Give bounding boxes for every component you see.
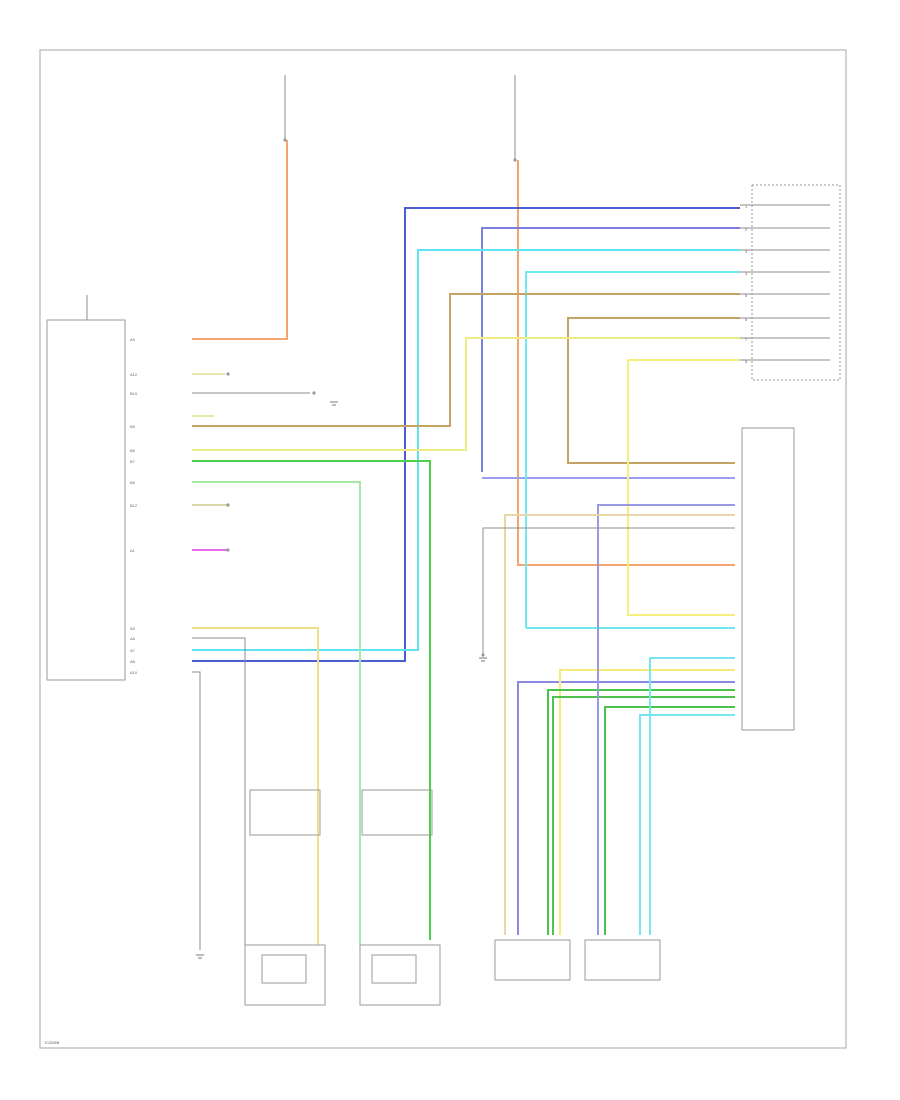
svg-text:B5: B5 bbox=[130, 424, 136, 429]
ground-symbol-amp bbox=[479, 657, 487, 662]
wire-brown-2 bbox=[567, 317, 740, 464]
svg-text:1: 1 bbox=[745, 204, 748, 209]
svg-text:A5: A5 bbox=[130, 626, 136, 631]
right-front-speaker bbox=[359, 944, 441, 1006]
wire-rear-6 bbox=[604, 706, 735, 935]
wire-blue-1 bbox=[192, 207, 740, 662]
wire-gray-6 bbox=[740, 204, 830, 361]
svg-text:6: 6 bbox=[745, 317, 748, 322]
wire-green-1 bbox=[192, 460, 431, 940]
left-front-speaker-inner bbox=[261, 954, 307, 984]
svg-text:A8: A8 bbox=[130, 659, 136, 664]
right-front-speaker-inner bbox=[371, 954, 417, 984]
wire-cyan-2 bbox=[525, 271, 740, 628]
left-rear-speaker bbox=[494, 939, 571, 981]
svg-text:A10: A10 bbox=[130, 670, 138, 675]
radio-box bbox=[46, 319, 126, 681]
wire-blue-2 bbox=[481, 227, 740, 472]
wire-rear-4 bbox=[552, 696, 735, 935]
footer-code: 7C2D6B bbox=[44, 1040, 59, 1045]
ground-symbol-steering bbox=[330, 401, 338, 406]
wire-rear-2 bbox=[559, 669, 735, 935]
svg-text:B6: B6 bbox=[130, 448, 136, 453]
left-door-connector bbox=[249, 789, 321, 836]
wire-gray-1 bbox=[192, 637, 246, 955]
wire-yellow-2 bbox=[627, 359, 740, 616]
svg-text:3: 3 bbox=[745, 249, 748, 254]
svg-text:B8: B8 bbox=[130, 480, 136, 485]
svg-text:B7: B7 bbox=[130, 459, 136, 464]
wire-yellow-1 bbox=[192, 337, 740, 451]
data-link-pins: 1 2 3 4 5 6 7 8 bbox=[745, 204, 748, 364]
ground-symbol-radio bbox=[196, 954, 204, 959]
svg-text:A9: A9 bbox=[130, 337, 136, 342]
svg-text:A7: A7 bbox=[130, 648, 136, 653]
wire-group bbox=[192, 140, 740, 945]
svg-text:5: 5 bbox=[745, 293, 748, 298]
svg-text:7: 7 bbox=[745, 337, 748, 342]
svg-text:A6: A6 bbox=[130, 636, 136, 641]
gray-wire-group bbox=[86, 75, 830, 955]
wire-rear-7 bbox=[649, 657, 735, 935]
right-rear-speaker bbox=[584, 939, 661, 981]
wire-rear-1 bbox=[517, 681, 735, 935]
diagram-frame bbox=[39, 49, 847, 1049]
wire-rear-5 bbox=[597, 504, 735, 935]
wire-green-2 bbox=[192, 481, 361, 945]
wire-rear-9 bbox=[504, 514, 735, 935]
svg-text:4: 4 bbox=[745, 271, 748, 276]
svg-text:B12: B12 bbox=[130, 503, 138, 508]
wire-yellow-front-left bbox=[192, 627, 319, 945]
svg-text:8: 8 bbox=[745, 359, 748, 364]
svg-text:A12: A12 bbox=[130, 372, 138, 377]
data-link-connector-box bbox=[751, 184, 841, 381]
wire-orange-battery bbox=[192, 140, 288, 340]
left-front-speaker bbox=[244, 944, 326, 1006]
wire-rear-3 bbox=[547, 689, 735, 935]
wire-dark-amp bbox=[482, 527, 735, 655]
wire-gray-2 bbox=[192, 671, 201, 950]
wire-rear-8 bbox=[639, 714, 735, 935]
wire-brown-1 bbox=[192, 293, 740, 427]
audio-amplifier-box bbox=[741, 427, 795, 731]
svg-text:A1: A1 bbox=[130, 548, 136, 553]
svg-text:B10: B10 bbox=[130, 391, 138, 396]
right-door-connector bbox=[361, 789, 433, 836]
connector-dots bbox=[226, 138, 517, 657]
svg-text:2: 2 bbox=[745, 227, 748, 232]
